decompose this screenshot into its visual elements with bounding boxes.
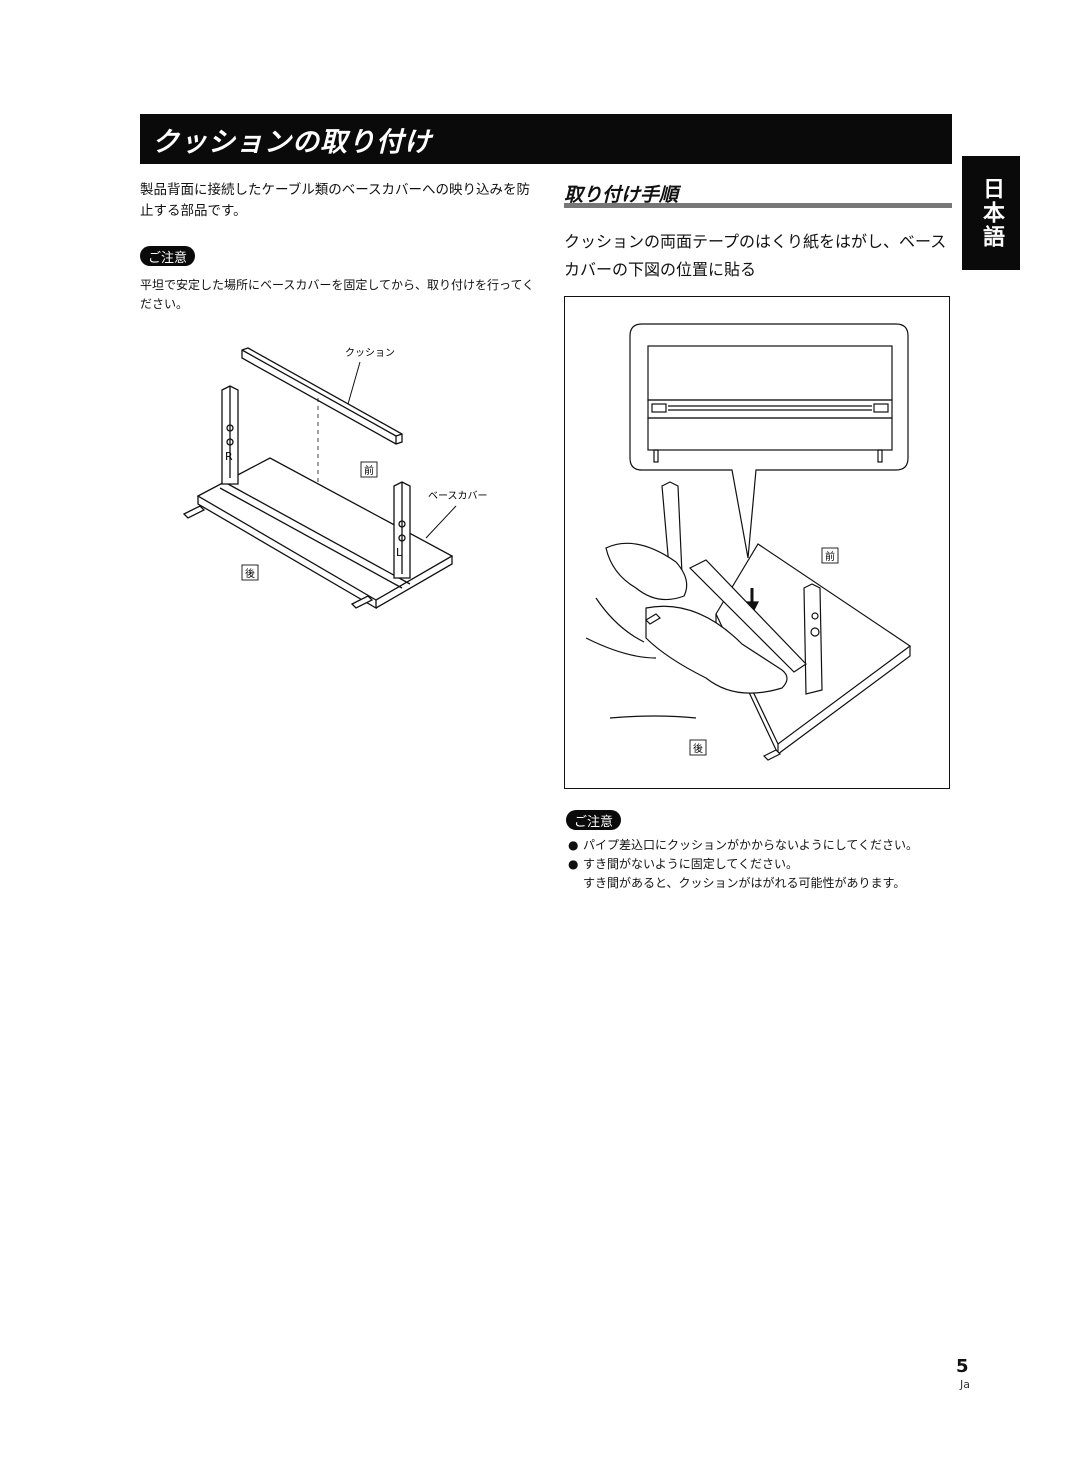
page-title: クッションの取り付け (140, 114, 952, 164)
list-item: ● すき間がないように固定してください。 (568, 855, 958, 874)
step-text: クッションの両面テープのはくり紙をはがし、ベースカバーの下図の位置に貼る (564, 232, 947, 279)
label-basecover: ベースカバー (428, 490, 488, 502)
caution-text: 平坦で安定した場所にベースカバーを固定してから、取り付けを行ってください。 (140, 278, 535, 311)
label-l: L (396, 546, 403, 559)
language-tab: 日本語 (962, 156, 1020, 270)
label-front: 前 (364, 464, 374, 477)
label-rear: 後 (693, 742, 703, 755)
label-front: 前 (825, 550, 835, 563)
attach-figure-frame (564, 296, 950, 789)
caution-badge: ご注意 (140, 246, 196, 266)
attach-diagram: 前 後 (585, 323, 912, 761)
rear-box (689, 739, 707, 756)
label-r: R (225, 450, 233, 463)
label-rear: 後 (245, 567, 255, 580)
page-number: 5 (956, 1356, 969, 1377)
notes-list: ● パイプ差込口にクッションがかからないようにしてください。 ● すき間がないよ… (568, 836, 958, 893)
notes-caution-badge: ご注意 (566, 810, 622, 830)
front-box (821, 547, 839, 564)
list-item: ● パイプ差込口にクッションがかからないようにしてください。 (568, 836, 958, 855)
bullet-icon: ● (568, 857, 579, 871)
procedure-heading: 取り付け手順 (564, 184, 679, 206)
label-cushion: クッション (345, 347, 395, 359)
rear-box (241, 564, 259, 581)
assembly-diagram: クッション R L 前 ベースカバー 後 (182, 347, 488, 610)
list-item-continuation: すき間があると、クッションがはがれる可能性があります。 (583, 876, 906, 890)
front-box (360, 461, 378, 478)
heading-rule (564, 203, 952, 208)
intro-text: 製品背面に接続したケーブル類のベースカバーへの映り込みを防止する部品です。 (140, 182, 531, 219)
bullet-icon: ● (568, 838, 579, 852)
page-language: Ja (960, 1378, 970, 1391)
